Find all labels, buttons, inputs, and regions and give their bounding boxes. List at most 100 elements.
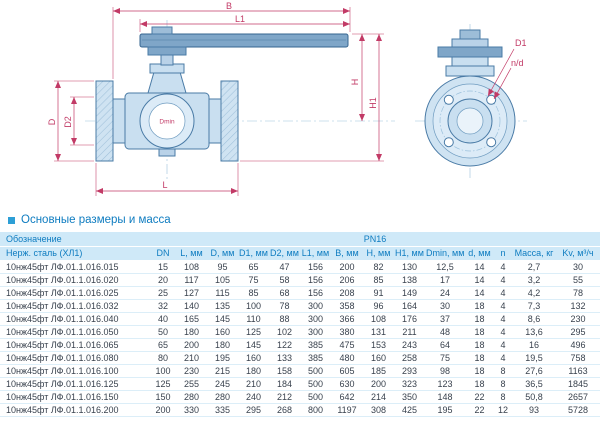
technical-drawing-svg: B L1 H H1 D [47, 1, 527, 196]
column-header: Нерж. сталь (ХЛ1) [0, 246, 150, 261]
value-cell: 47 [269, 260, 300, 274]
value-cell: 82 [363, 260, 394, 274]
value-cell: 240 [238, 390, 269, 404]
bottom-plug [158, 148, 176, 157]
value-cell: 200 [176, 338, 207, 352]
value-cell: 4 [494, 286, 512, 300]
value-cell: 158 [269, 364, 300, 378]
column-header: n [494, 246, 512, 261]
value-cell: 2657 [556, 390, 600, 404]
value-cell: 212 [269, 390, 300, 404]
value-cell: 1163 [556, 364, 600, 378]
value-cell: 280 [207, 390, 238, 404]
value-cell: 475 [331, 338, 363, 352]
section-title-row: Основные размеры и масса [0, 208, 600, 232]
value-cell: 4 [494, 299, 512, 313]
value-cell: 14 [465, 286, 494, 300]
value-cell: 385 [300, 351, 331, 365]
designation-cell: 10нж45фт ЛФ.01.1.016.150 [0, 390, 150, 404]
value-cell: 13,6 [512, 325, 556, 339]
value-cell: 293 [394, 364, 425, 378]
bore [148, 102, 186, 140]
value-cell: 122 [269, 338, 300, 352]
dim-label-l: L [162, 180, 167, 190]
value-cell: 40 [150, 312, 176, 326]
value-cell: 3,2 [512, 273, 556, 287]
column-header: DN [150, 246, 176, 261]
value-cell: 18 [465, 377, 494, 391]
front-view [95, 26, 349, 162]
value-cell: 335 [207, 403, 238, 417]
group-header-designation: Обозначение [0, 232, 150, 247]
value-cell: 135 [207, 299, 238, 313]
value-cell: 184 [269, 377, 300, 391]
value-cell: 165 [176, 312, 207, 326]
value-cell: 64 [425, 338, 465, 352]
value-cell: 214 [363, 390, 394, 404]
gland-top [451, 38, 489, 48]
column-header: d, мм [465, 246, 494, 261]
lever-handle [139, 33, 349, 48]
designation-cell: 10нж45фт ЛФ.01.1.016.040 [0, 312, 150, 326]
table-group-header-row: Обозначение PN16 [0, 232, 600, 247]
value-cell: 211 [394, 325, 425, 339]
column-header: Масса, кг [512, 246, 556, 261]
value-cell: 18 [465, 364, 494, 378]
value-cell: 140 [176, 299, 207, 313]
value-cell: 295 [238, 403, 269, 417]
value-cell: 100 [238, 299, 269, 313]
value-cell: 75 [238, 273, 269, 287]
designation-cell: 10нж45фт ЛФ.01.1.016.100 [0, 364, 150, 378]
section-title: Основные размеры и масса [21, 214, 171, 226]
value-cell: 800 [300, 403, 331, 417]
value-cell: 127 [176, 286, 207, 300]
bolt-hole [443, 94, 454, 105]
value-cell: 18 [465, 351, 494, 365]
value-cell: 2,7 [512, 260, 556, 274]
value-cell: 102 [269, 325, 300, 339]
dim-label-d2: D2 [63, 116, 73, 128]
value-cell: 295 [556, 325, 600, 339]
designation-cell: 10нж45фт ЛФ.01.1.016.032 [0, 299, 150, 313]
value-cell: 30 [425, 299, 465, 313]
value-cell: 230 [176, 364, 207, 378]
value-cell: 96 [363, 299, 394, 313]
designation-cell: 10нж45фт ЛФ.01.1.016.065 [0, 338, 150, 352]
bonnet-top [451, 56, 489, 67]
value-cell: 268 [269, 403, 300, 417]
value-cell: 12 [494, 403, 512, 417]
value-cell: 480 [331, 351, 363, 365]
value-cell: 14 [465, 260, 494, 274]
value-cell: 18 [465, 325, 494, 339]
column-header: D2, мм [269, 246, 300, 261]
value-cell: 75 [425, 351, 465, 365]
value-cell: 27,6 [512, 364, 556, 378]
value-cell: 16 [512, 338, 556, 352]
value-cell: 125 [238, 325, 269, 339]
value-cell: 12,5 [425, 260, 465, 274]
value-cell: 24 [425, 286, 465, 300]
value-cell: 255 [176, 377, 207, 391]
value-cell: 7,3 [512, 299, 556, 313]
dim-label-d: D [47, 118, 57, 125]
value-cell: 100 [150, 364, 176, 378]
column-header: L, мм [176, 246, 207, 261]
bonnet [147, 71, 187, 94]
neck-top [445, 65, 495, 77]
value-cell: 496 [556, 338, 600, 352]
value-cell: 110 [238, 312, 269, 326]
right-flange [220, 80, 239, 162]
value-cell: 22 [465, 403, 494, 417]
handle-cross-section [437, 46, 503, 58]
value-cell: 4 [494, 338, 512, 352]
value-cell: 323 [394, 377, 425, 391]
